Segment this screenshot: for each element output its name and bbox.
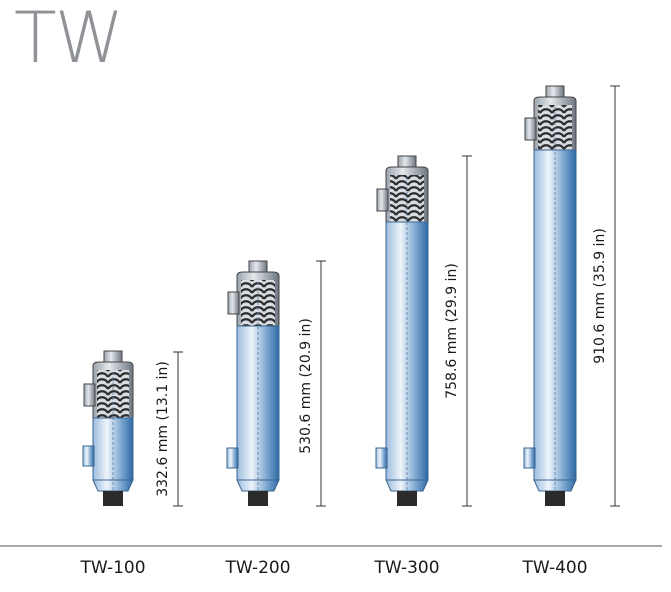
heater-tw-300	[375, 155, 429, 506]
page-title: TW	[14, 0, 124, 79]
model-label-tw-400: TW-400	[522, 558, 588, 578]
heater-tw-400	[523, 85, 577, 506]
dimension-tw-100: 332.6 mm (13.1 in)	[155, 361, 171, 497]
heater-tw-100	[82, 350, 134, 506]
model-label-tw-300: TW-300	[374, 558, 440, 578]
model-label-tw-200: TW-200	[225, 558, 291, 578]
dimension-line-tw-100: 332.6 mm (13.1 in)	[155, 351, 183, 507]
dimension-tw-200: 530.6 mm (20.9 in)	[298, 318, 314, 454]
dimension-line-tw-200: 530.6 mm (20.9 in)	[298, 260, 326, 507]
dimension-tw-400: 910.6 mm (35.9 in)	[592, 228, 608, 364]
heater-tw-200	[226, 260, 280, 506]
dimension-tw-300: 758.6 mm (29.9 in)	[444, 263, 460, 399]
dimension-line-tw-300: 758.6 mm (29.9 in)	[444, 155, 472, 507]
dimension-line-tw-400: 910.6 mm (35.9 in)	[592, 85, 620, 507]
model-label-tw-100: TW-100	[80, 558, 146, 578]
